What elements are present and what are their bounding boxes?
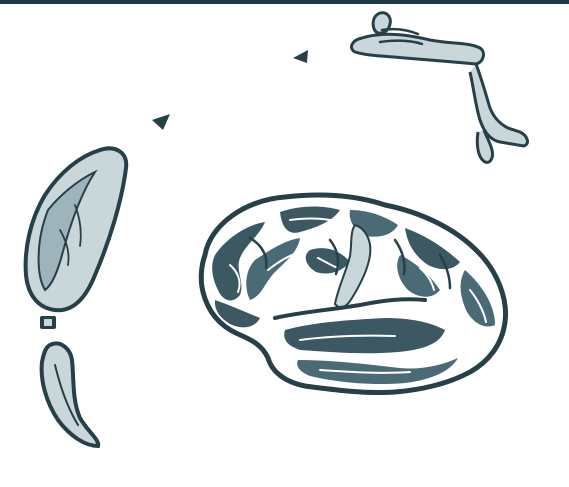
pathway-top-segment (285, 66, 470, 75)
figure-torso (351, 34, 483, 64)
pathway-fork (236, 392, 257, 400)
lower-organ (42, 343, 99, 446)
pathway-inner-lower (93, 345, 145, 447)
projection-line-body (350, 68, 360, 205)
up-right-arrow (136, 114, 170, 140)
projection-line-eye (135, 158, 255, 218)
lower-organ-body (42, 343, 99, 446)
brain (201, 195, 505, 392)
eye-retina (26, 148, 127, 310)
eye-outer (26, 148, 127, 310)
pathway-upper-arc (118, 75, 285, 178)
pathway-bottom-loop (140, 400, 245, 473)
small-node (40, 316, 56, 329)
human-figure (351, 13, 527, 163)
left-arrow (293, 50, 330, 63)
